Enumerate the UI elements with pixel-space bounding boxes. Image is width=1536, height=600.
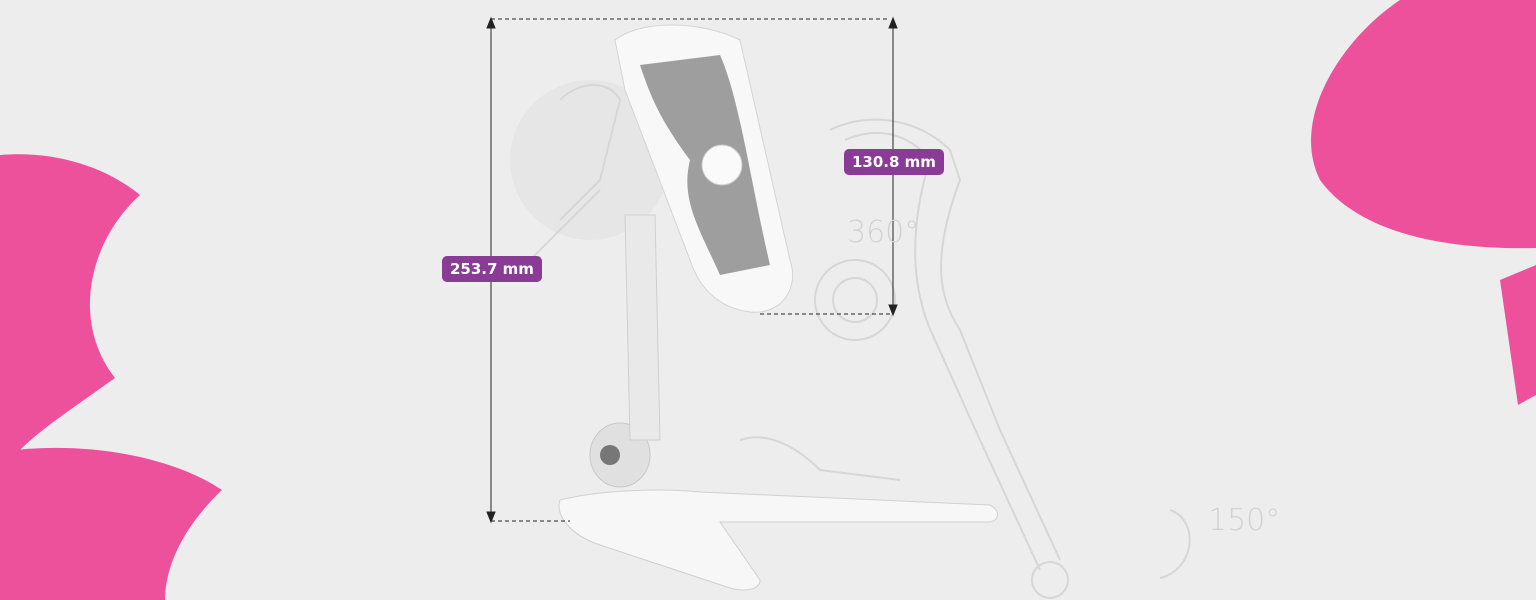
holder-height-label: 130.8 mm <box>844 149 944 175</box>
total-height-label: 253.7 mm <box>442 256 542 282</box>
pink-blob-right-top <box>1311 0 1536 249</box>
pink-blob-right-mid <box>1500 265 1536 405</box>
pink-blob-left-bottom <box>0 447 222 600</box>
pink-blob-left-top <box>0 154 140 455</box>
rotation-360-label: 360° <box>847 215 920 250</box>
ghost-stand-outline <box>510 80 1191 599</box>
tablet-stand <box>558 24 998 591</box>
rotation-150-label: 150° <box>1208 503 1281 538</box>
